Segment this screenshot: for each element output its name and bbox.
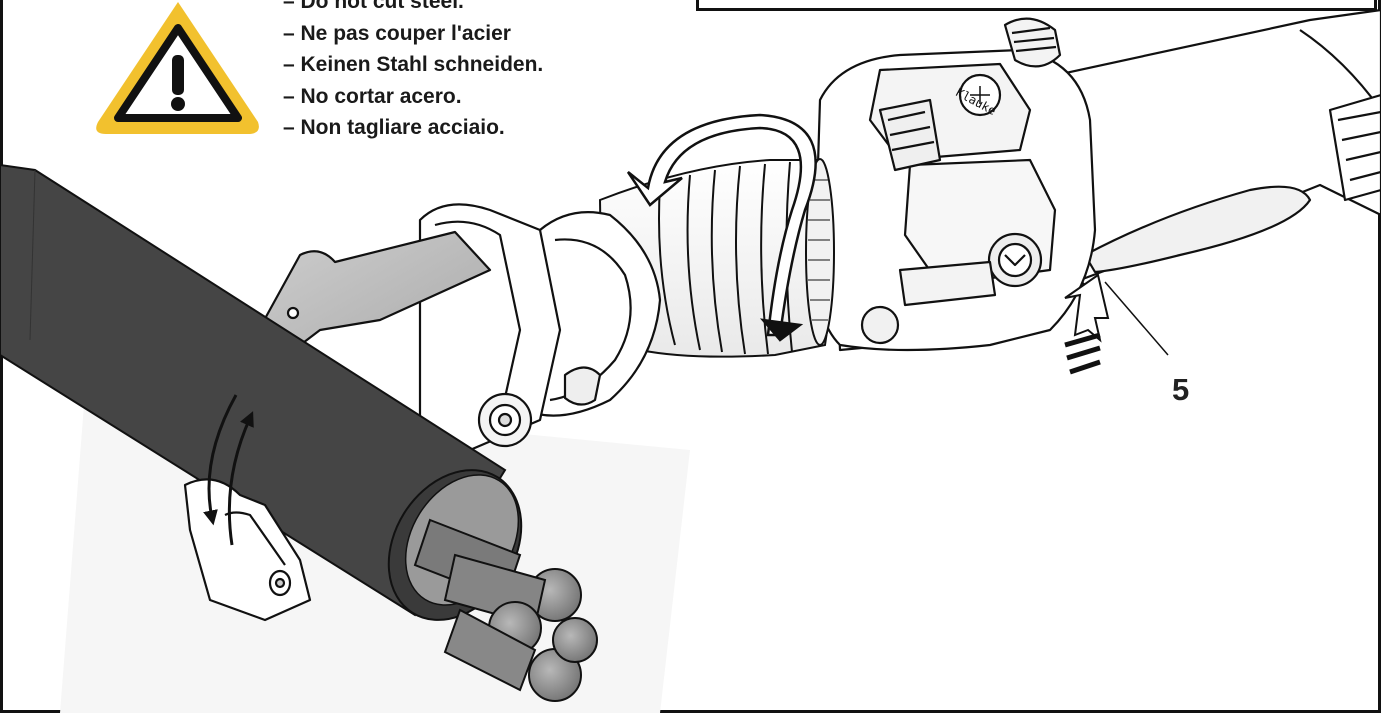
frame-right-border [1378, 0, 1381, 713]
control-head: Klauke [813, 17, 1097, 352]
cutting-motion-arrows [203, 394, 254, 546]
trigger [1083, 185, 1312, 274]
frame-bottom-border [0, 710, 1381, 713]
warning-line-de: – Keinen Stahl schneiden. [283, 53, 544, 76]
warning-line-en: – Do not cut steel. [283, 0, 464, 13]
rotation-arrow [626, 113, 817, 342]
warning-line-fr: – Ne pas couper l'acier [283, 21, 511, 45]
conductor-4 [552, 617, 598, 663]
warning-line-it: – Non tagliare acciaio. [283, 116, 505, 139]
warning-text-list: – Do not cut steel. – Ne pas couper l'ac… [283, 0, 543, 144]
top-text-box-edge [696, 0, 1377, 11]
warning-triangle-icon [96, 2, 259, 134]
push-arrow [1064, 273, 1110, 375]
warning-line-es: – No cortar acero. [283, 84, 462, 108]
wire-conductors [413, 518, 598, 702]
callout-number-5: 5 [1172, 372, 1190, 407]
callout-leader-line [1104, 281, 1169, 356]
